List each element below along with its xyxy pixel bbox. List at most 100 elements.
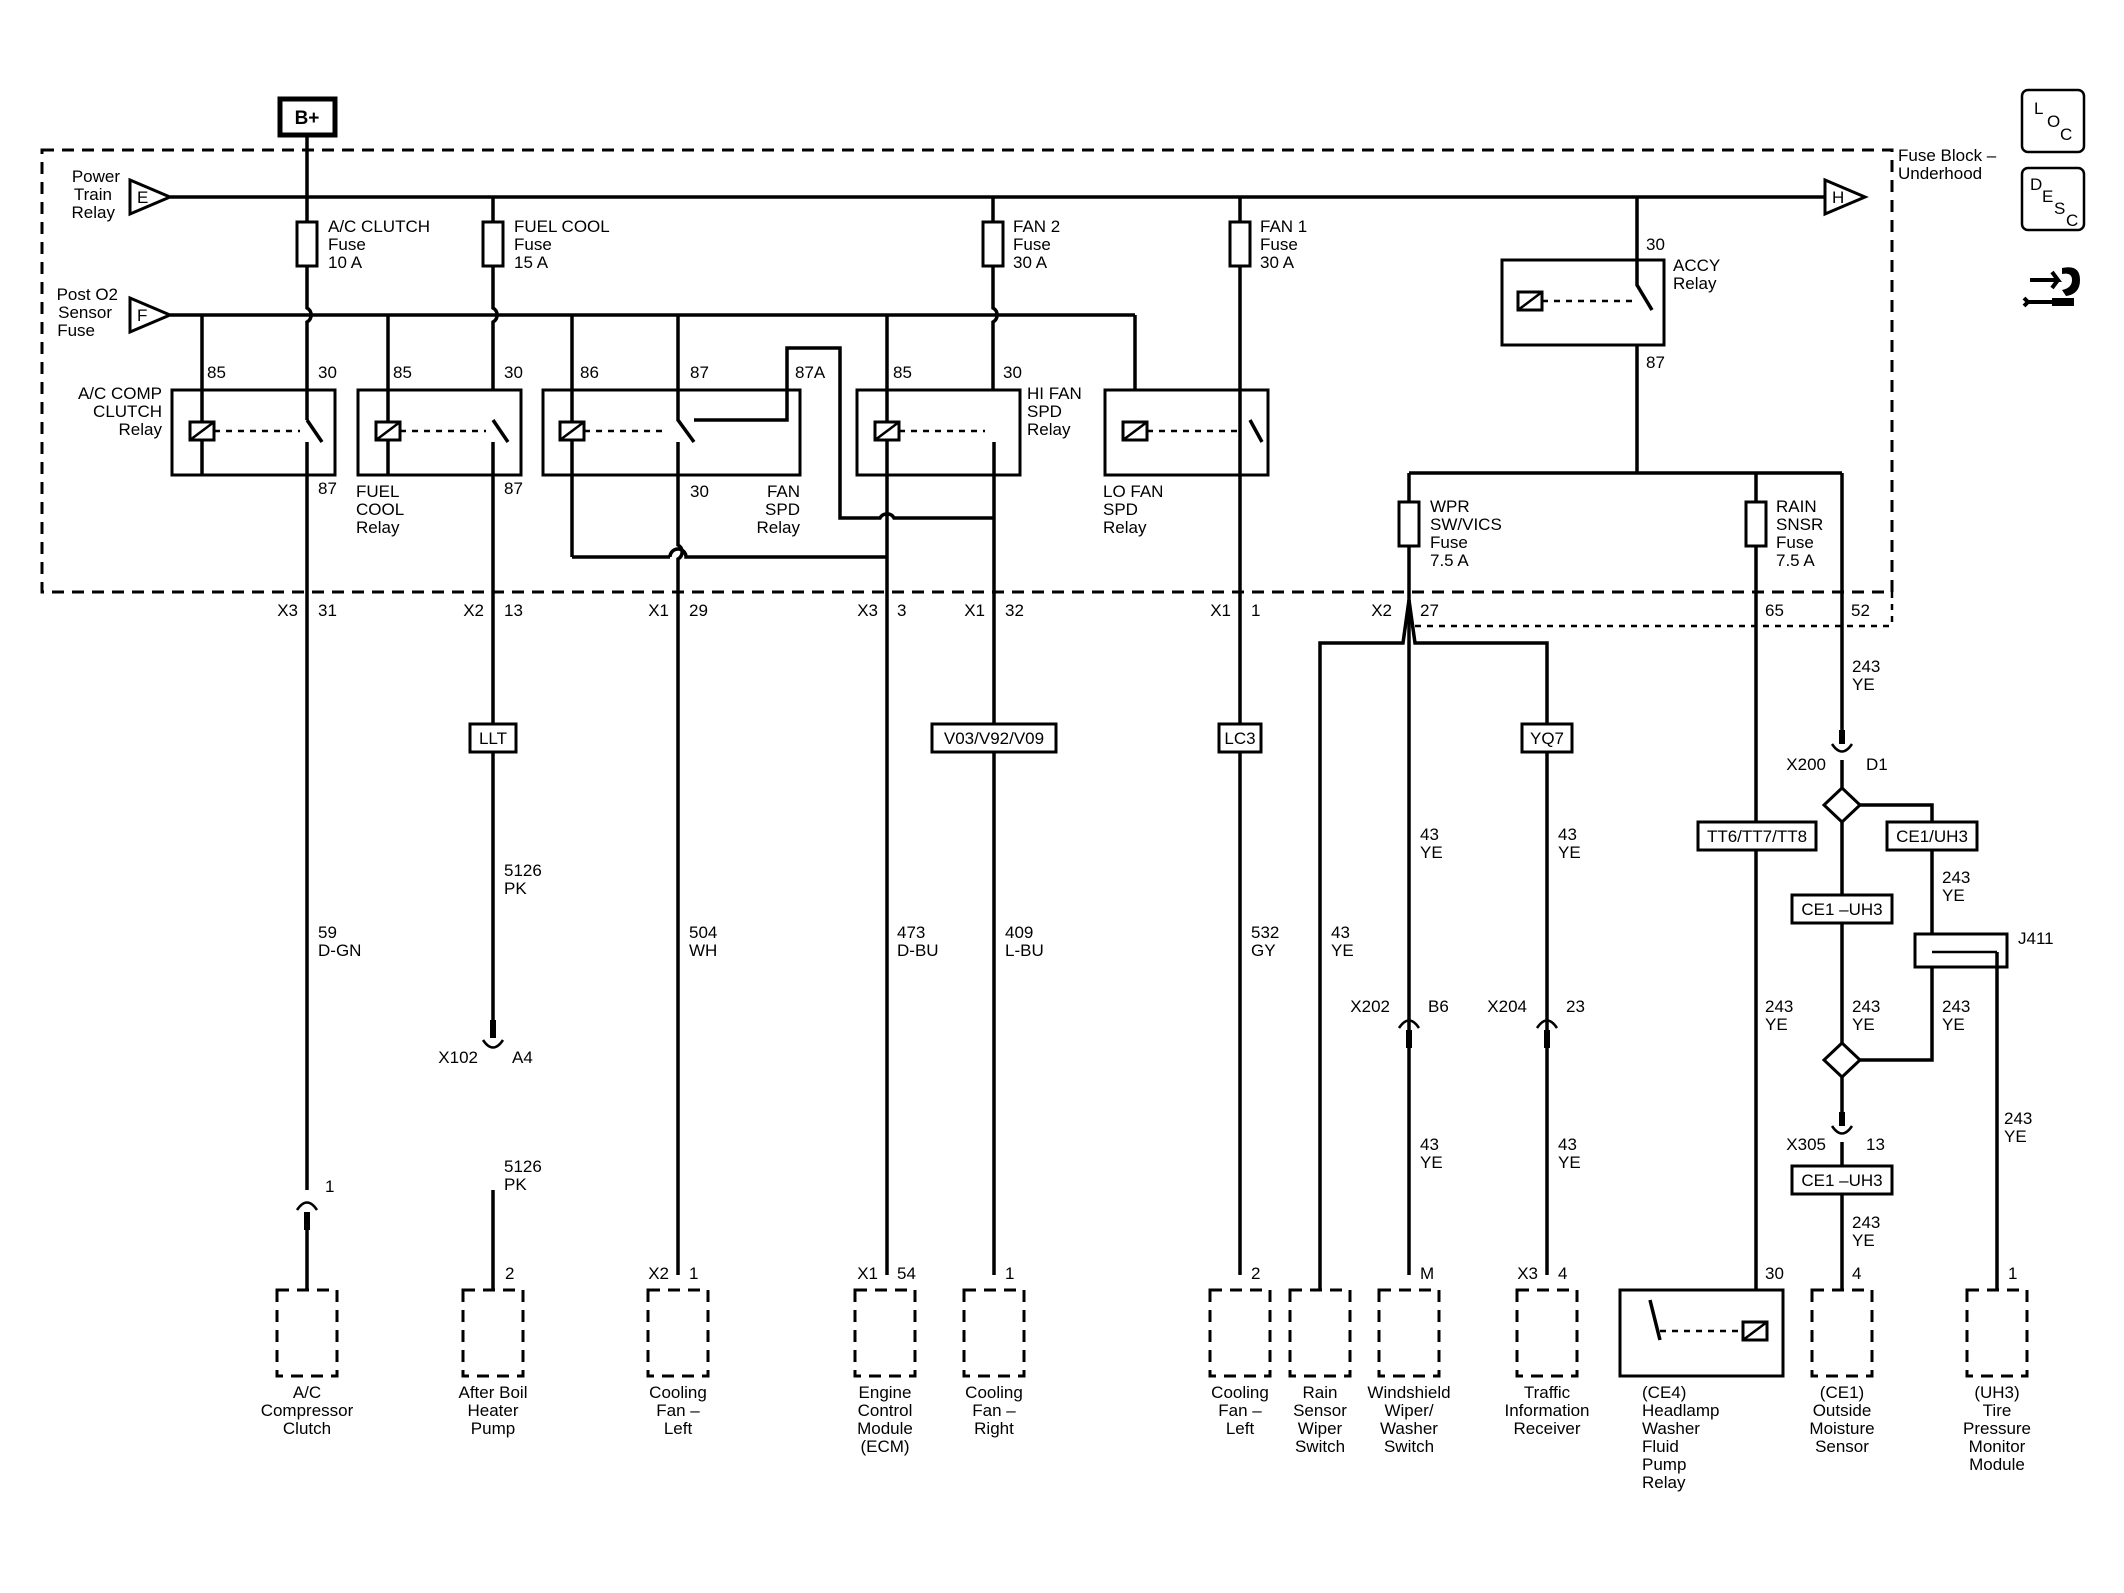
- fuse-ac-clutch-type: Fuse: [328, 235, 366, 254]
- fuse-wpr: [1397, 500, 1421, 548]
- wire-243f-num: 243: [1852, 1213, 1880, 1232]
- wire-532-color: GY: [1251, 941, 1276, 960]
- wire-409-num: 409: [1005, 923, 1033, 942]
- loc-letter-o: O: [2047, 112, 2060, 131]
- fuse-ac-clutch-name: A/C CLUTCH: [328, 217, 430, 236]
- component-fan-right: [962, 1288, 1026, 1378]
- component-fan-left-2: [1208, 1288, 1272, 1378]
- connector-h-letter: H: [1832, 188, 1844, 207]
- option-lc3-text: LC3: [1224, 729, 1255, 748]
- post-o2-label: Post O2: [57, 285, 118, 304]
- relay-hifan-label-1: HI FAN: [1027, 384, 1082, 403]
- relay-fan-spd: [541, 388, 802, 477]
- wire-504-color: WH: [689, 941, 717, 960]
- fuse-fan2-name: FAN 2: [1013, 217, 1060, 236]
- wire-243b-num: 243: [1942, 868, 1970, 887]
- component-name-9-1: Headlamp: [1642, 1401, 1720, 1420]
- wire-243e-color: YE: [1942, 1015, 1965, 1034]
- option-ce1-uh3: [1885, 820, 1979, 852]
- component-name-5-2: Left: [1226, 1419, 1255, 1438]
- component-name-1-2: Pump: [471, 1419, 515, 1438]
- wire-5126-num: 5126: [504, 861, 542, 880]
- component-name-7-2: Washer: [1380, 1419, 1438, 1438]
- relay-ac-label-2: CLUTCH: [93, 402, 162, 421]
- component-name-8-1: Information: [1504, 1401, 1589, 1420]
- power-train-label: Power: [72, 167, 121, 186]
- component-name-9-0: (CE4): [1642, 1383, 1686, 1402]
- component-name-11-1: Tire: [1983, 1401, 2012, 1420]
- relay-fuel-pin-30: 30: [504, 363, 523, 382]
- component-name-9-3: Fluid: [1642, 1437, 1679, 1456]
- component-name-4-0: Cooling: [965, 1383, 1023, 1402]
- relay-accy-label-1: ACCY: [1673, 256, 1720, 275]
- fuse-fuel-cool-type: Fuse: [514, 235, 552, 254]
- component-name-11-4: Module: [1969, 1455, 2025, 1474]
- connector-h-arrow: [1823, 177, 1869, 217]
- component-name-5-1: Fan –: [1218, 1401, 1262, 1420]
- conn-x204-name: X204: [1487, 997, 1527, 1016]
- pin-52: 52: [1851, 601, 1870, 620]
- connector-f-arrow: [128, 295, 174, 335]
- fuse-wpr-name: WPR: [1430, 497, 1470, 516]
- fuse-wpr-rating: 7.5 A: [1430, 551, 1469, 570]
- wire-43d-num: 43: [1420, 1135, 1439, 1154]
- component-fan-left: [646, 1288, 710, 1378]
- option-ce1-not-uh3-a-text: CE1 –UH3: [1801, 900, 1882, 919]
- desc-icon: [2020, 166, 2086, 232]
- fuse-fan2-rating: 30 A: [1013, 253, 1048, 272]
- fuse-rain-type: Fuse: [1776, 533, 1814, 552]
- option-ce1-not-uh3-b-text: CE1 –UH3: [1801, 1171, 1882, 1190]
- connector-e-letter: E: [137, 188, 148, 207]
- component-name-10-3: Sensor: [1815, 1437, 1869, 1456]
- conn-x200-name: X200: [1786, 755, 1826, 774]
- fuse-block-label-2: Underhood: [1898, 164, 1982, 183]
- pin-x2-conn-b: X2: [1371, 601, 1392, 620]
- splice-diamond-top: [1821, 785, 1863, 825]
- component-name-11-2: Pressure: [1963, 1419, 2031, 1438]
- component-traffic: [1515, 1288, 1579, 1378]
- fuse-rain-rating: 7.5 A: [1776, 551, 1815, 570]
- comp-pin-2a: 2: [505, 1264, 514, 1283]
- conn-x204-pin: 23: [1566, 997, 1585, 1016]
- option-tt6-text: TT6/TT7/TT8: [1707, 827, 1807, 846]
- post-o2-label-3: Fuse: [57, 321, 95, 340]
- relay-fuel-label-3: Relay: [356, 518, 400, 537]
- wire-43b-num: 43: [1420, 825, 1439, 844]
- relay-fuel-pin-85: 85: [393, 363, 412, 382]
- component-rain-sensor: [1288, 1288, 1352, 1378]
- wire-43c-num: 43: [1558, 825, 1577, 844]
- component-name-6-0: Rain: [1303, 1383, 1338, 1402]
- relay-ac-pin-87: 87: [318, 479, 337, 498]
- wire-243f-color: YE: [1852, 1231, 1875, 1250]
- relay-lofan-label-2: SPD: [1103, 500, 1138, 519]
- comp-pin-1b: 1: [1005, 1264, 1014, 1283]
- component-name-7-3: Switch: [1384, 1437, 1434, 1456]
- relay-hifan-pin-30: 30: [1003, 363, 1022, 382]
- wire-243c-num: 243: [1765, 997, 1793, 1016]
- fuse-rain-name: RAIN: [1776, 497, 1817, 516]
- wiring-tool-icon: [2022, 267, 2080, 308]
- component-name-11-3: Monitor: [1969, 1437, 2026, 1456]
- wire-43e-num: 43: [1558, 1135, 1577, 1154]
- conn-x102-name: X102: [438, 1048, 478, 1067]
- fuse-rain: [1744, 500, 1768, 548]
- component-name-6-3: Switch: [1295, 1437, 1345, 1456]
- loc-letter-l: L: [2034, 99, 2043, 118]
- pin-32: 32: [1005, 601, 1024, 620]
- component-name-10-0: (CE1): [1820, 1383, 1864, 1402]
- desc-letter-s: S: [2054, 199, 2065, 218]
- component-name-0-2: Clutch: [283, 1419, 331, 1438]
- fuse-wpr-type: Fuse: [1430, 533, 1468, 552]
- component-name-7-1: Wiper/: [1384, 1401, 1433, 1420]
- comp-conn-x2: X2: [648, 1264, 669, 1283]
- fuse-fan-1: [1228, 220, 1252, 268]
- option-yq7-text: YQ7: [1530, 729, 1564, 748]
- fuse-fuel-cool-rating: 15 A: [514, 253, 549, 272]
- power-train-label-3: Relay: [72, 203, 116, 222]
- wire-43c-color: YE: [1558, 843, 1581, 862]
- component-name-4-2: Right: [974, 1419, 1014, 1438]
- wire-243c-color: YE: [1765, 1015, 1788, 1034]
- component-name-6-1: Sensor: [1293, 1401, 1347, 1420]
- wire-243d-num: 243: [1852, 997, 1880, 1016]
- component-name-4-1: Fan –: [972, 1401, 1016, 1420]
